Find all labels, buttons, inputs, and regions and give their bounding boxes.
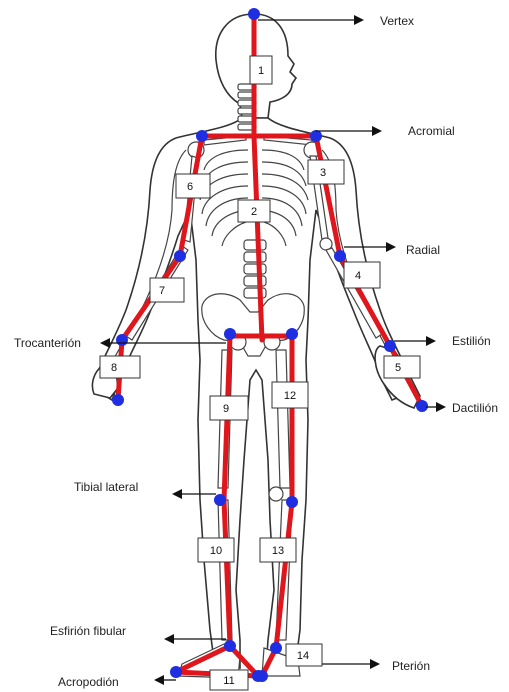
label-radial: Radial [406, 243, 440, 257]
svg-text:6: 6 [187, 181, 193, 193]
label-vertex: Vertex [380, 14, 414, 28]
segment-box-12: 12 [272, 382, 308, 408]
dactilion-right-point [416, 400, 428, 412]
trocanterion-right-point [286, 328, 298, 340]
segment-box-1: 1 [250, 56, 272, 84]
svg-text:12: 12 [284, 390, 296, 402]
segment-box-4: 4 [344, 262, 380, 288]
estilion-left-point [116, 334, 128, 346]
dactilion-left-point [112, 394, 124, 406]
trocanterion-left-point [224, 328, 236, 340]
segment-box-5: 5 [384, 356, 420, 378]
acropodion-point [170, 666, 182, 678]
lumbar-spine [244, 240, 266, 298]
svg-text:13: 13 [272, 545, 284, 557]
tibial-lateral-left-point [214, 494, 226, 506]
label-esfirion-fibular: Esfirión fibular [50, 624, 126, 638]
label-trocanterion: Trocanterión [14, 336, 81, 350]
label-acromial: Acromial [408, 124, 455, 138]
segment-box-2: 2 [238, 200, 270, 222]
svg-text:5: 5 [395, 362, 401, 374]
svg-text:2: 2 [251, 206, 257, 218]
svg-text:4: 4 [355, 270, 361, 282]
tibial-lateral-right-point [286, 496, 298, 508]
segment-box-3: 3 [308, 160, 344, 184]
label-dactilion: Dactilión [452, 401, 498, 415]
esfirion-left-point [224, 640, 236, 652]
right-knee [269, 487, 283, 501]
label-tibial-lateral: Tibial lateral [74, 480, 138, 494]
estilion-right-point [384, 340, 396, 352]
label-pterion: Pterión [392, 659, 430, 673]
svg-text:3: 3 [320, 167, 326, 179]
segment-box-10: 10 [198, 538, 234, 562]
svg-text:10: 10 [210, 545, 222, 557]
esfirion-right-point [270, 642, 282, 654]
svg-text:7: 7 [159, 285, 165, 297]
segment-box-13: 13 [260, 538, 296, 562]
segment-box-6: 6 [176, 174, 210, 198]
segment-box-9: 9 [210, 396, 248, 420]
acromial-right-point [310, 130, 322, 142]
segment-box-7: 7 [150, 278, 184, 302]
svg-text:11: 11 [223, 675, 234, 687]
vertex-point [248, 8, 260, 20]
segment-box-11: 11 [210, 670, 248, 690]
svg-text:9: 9 [223, 403, 229, 415]
svg-text:14: 14 [297, 650, 309, 662]
radial-right-point [334, 250, 346, 262]
svg-text:8: 8 [111, 362, 117, 374]
segment-box-8: 8 [100, 356, 140, 378]
label-acropodion: Acropodión [58, 675, 119, 689]
acromial-left-point [196, 130, 208, 142]
pterion-right-point [256, 670, 268, 682]
label-estilion: Estilión [452, 334, 491, 348]
svg-text:1: 1 [258, 65, 264, 77]
radial-left-point [174, 250, 186, 262]
segment-box-14: 14 [286, 644, 322, 666]
